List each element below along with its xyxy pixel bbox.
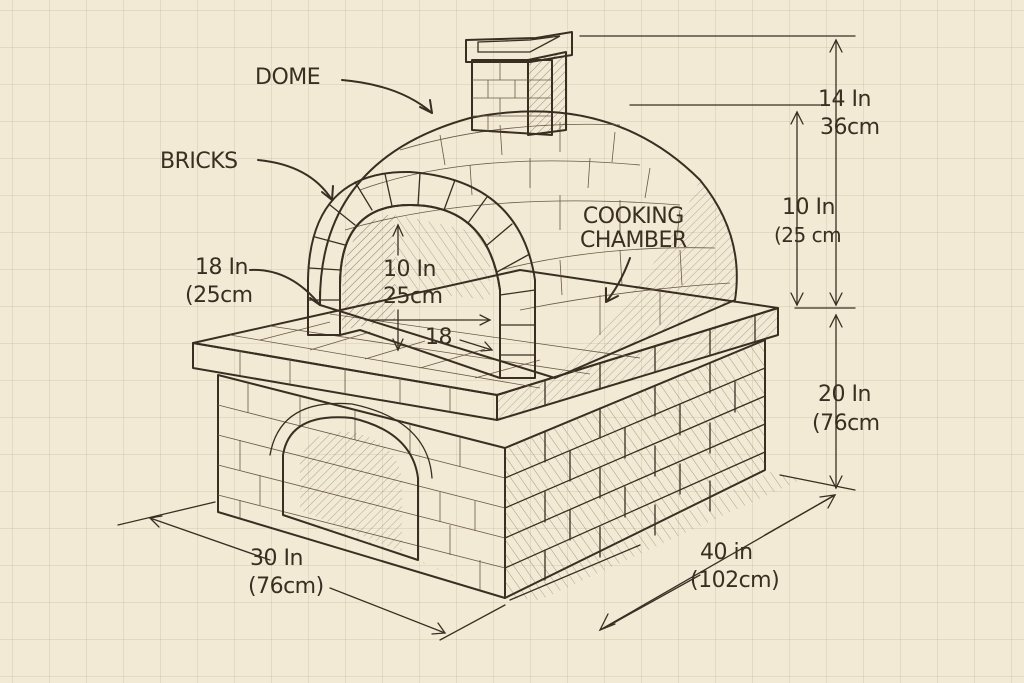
base-right-face — [504, 339, 766, 599]
oven-entry-arch — [307, 170, 536, 379]
base-depth-imperial: 40 in — [700, 540, 753, 565]
opening-width-imperial: 18 In — [195, 255, 248, 280]
base-storage-arch — [269, 402, 505, 598]
dome-height-metric: (25 cm — [774, 223, 842, 247]
base-height-imperial: 20 In — [818, 382, 871, 407]
dimension-lines — [117, 35, 856, 641]
hearth-slab — [192, 269, 779, 421]
opening-height-imperial: 10 In — [383, 257, 436, 282]
dome-height-imperial: 10 In — [782, 195, 835, 220]
leader-arrows — [249, 79, 631, 306]
opening-depth-label: 18 — [425, 325, 453, 350]
dome-label: DOME — [255, 65, 321, 90]
bricks-label: BRICKS — [160, 149, 238, 174]
ground-shadow — [505, 472, 800, 600]
base-width-imperial: 30 In — [250, 546, 303, 571]
chimney — [465, 31, 573, 136]
chimney-height-metric: 36cm — [820, 115, 880, 140]
cooking-chamber-label: COOKING CHAMBER — [580, 204, 687, 254]
base-height-metric: (76cm — [812, 411, 880, 436]
opening-width-metric: (25cm — [185, 283, 253, 308]
base-depth-metric: (102cm) — [690, 568, 780, 593]
base-width-metric: (76cm) — [248, 574, 324, 599]
chimney-height-imperial: 14 In — [818, 87, 871, 112]
opening-height-metric: 25cm — [383, 284, 443, 309]
